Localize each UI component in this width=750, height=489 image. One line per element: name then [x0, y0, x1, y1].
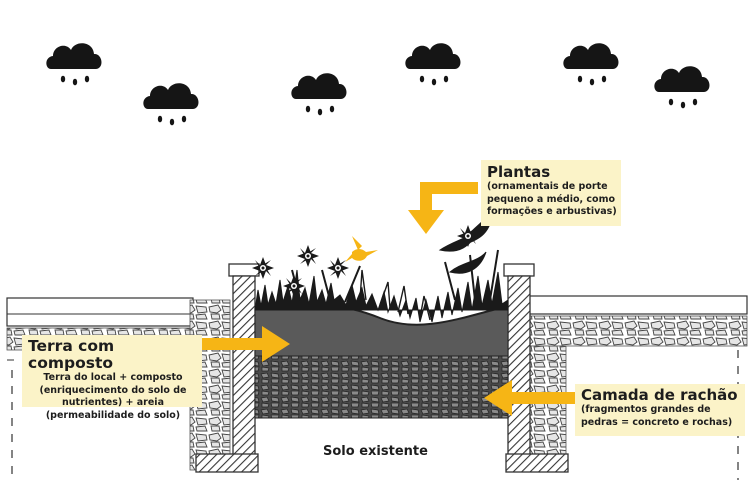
label-rachao: Camada de rachão (fragmentos grandes de … [575, 384, 745, 436]
right-pavement [524, 295, 748, 480]
label-plantas-line: formações e arbustivas) [487, 206, 617, 217]
label-terra: Terra com composto Terra do local + comp… [22, 335, 202, 421]
rain-cloud-icon [46, 43, 102, 86]
flower-icon [283, 275, 305, 297]
arrows [202, 182, 575, 416]
rain-clouds [46, 43, 710, 126]
label-terra-line: Terra do local + composto [43, 372, 183, 383]
arrow-icon [484, 380, 575, 416]
flower-icon [297, 245, 319, 267]
rain-cloud-icon [291, 73, 347, 116]
arrow-icon [408, 182, 478, 234]
retaining-walls [195, 263, 569, 473]
label-plantas-title: Plantas [487, 163, 551, 181]
label-rachao-line: (fragmentos grandes de [581, 404, 711, 415]
label-terra-title: Terra com composto [28, 337, 115, 372]
rain-cloud-icon [405, 43, 461, 86]
label-rachao-line: pedras = concreto e rochas) [581, 416, 733, 428]
label-terra-line: nutrientes) + areia [62, 397, 164, 408]
label-solo-existente: Solo existente [323, 444, 428, 459]
soil-layers [254, 302, 509, 419]
flower-icon [327, 257, 349, 279]
plants [254, 209, 509, 323]
rain-cloud-icon [563, 43, 619, 86]
flowers [252, 225, 479, 297]
rain-cloud-icon [143, 83, 199, 126]
label-rachao-title: Camada de rachão [581, 386, 738, 404]
label-terra-line: (permeabilidade do solo) [45, 409, 181, 421]
arrow-icon [202, 326, 290, 362]
rain-cloud-icon [654, 66, 710, 109]
hummingbird-icon [345, 236, 378, 262]
label-plantas-line: pequeno a médio, como [487, 193, 615, 205]
label-plantas-line: (ornamentais de porte [487, 181, 608, 192]
label-terra-line: (enriquecimento do solo de [39, 384, 187, 396]
flower-icon [252, 257, 274, 279]
label-plantas: Plantas (ornamentais de porte pequeno a … [481, 160, 621, 226]
